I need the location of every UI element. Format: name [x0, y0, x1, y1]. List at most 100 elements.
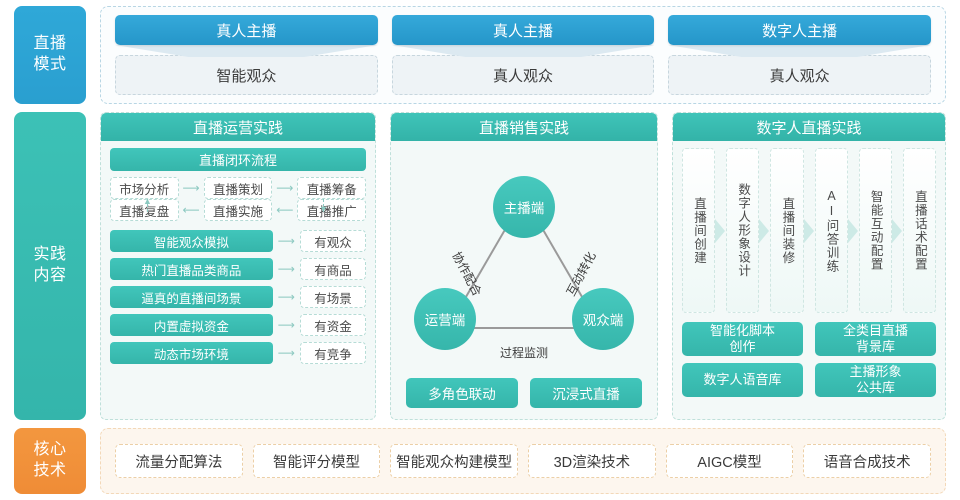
mode-column-1[interactable]: 真人主播 智能观众 [115, 15, 378, 95]
library-line-1: 主播形象 [849, 364, 902, 380]
category-label-core-tech: 核心 技术 [14, 428, 86, 494]
card-digital-human-practice: 数字人直播实践 直播间创建 数字人形象设计 直播间装修 [672, 112, 946, 420]
mode-column-3[interactable]: 数字人主播 真人观众 [668, 15, 932, 95]
category-line-1: 直播 [33, 35, 67, 53]
tech-smart-audience-model[interactable]: 智能观众构建模型 [390, 444, 519, 478]
node-operation-end[interactable]: 运营端 [414, 288, 476, 350]
mode-sub-2[interactable]: 真人观众 [391, 55, 655, 95]
pill-multi-role-linkage[interactable]: 多角色联动 [406, 378, 518, 408]
category-line-2: 内容 [33, 267, 67, 284]
funnel-connector-1 [115, 45, 378, 57]
category-label-practice: 实践 内容 [14, 112, 86, 420]
triangle-diagram: 主播端 运营端 观众端 协作配合 互动转化 过程监测 [400, 148, 648, 378]
library-line-2: 公共库 [855, 380, 895, 395]
card-operation-header: 直播运营实践 [101, 113, 375, 141]
node-host-end[interactable]: 主播端 [493, 176, 555, 238]
arrow-right-icon: ⟶ [277, 318, 295, 332]
edge-label-process-monitoring: 过程监测 [496, 344, 552, 361]
library-smart-script-creation[interactable]: 智能化脚本 创作 [682, 322, 803, 356]
feature-label-hot-products[interactable]: 热门直播品类商品 [110, 258, 273, 280]
category-line-2: 模式 [33, 56, 67, 73]
pill-immersive-live[interactable]: 沉浸式直播 [530, 378, 642, 408]
arrow-right-icon: ⟶ [277, 290, 295, 304]
feature-row: 动态市场环境 ⟶ 有竞争 [110, 342, 366, 364]
step-room-decoration[interactable]: 直播间装修 [770, 148, 804, 313]
feature-row: 内置虚拟资金 ⟶ 有资金 [110, 314, 366, 336]
arrow-right-icon: ⟶ [182, 181, 200, 195]
category-line-1: 实践 [33, 246, 67, 264]
library-all-category-background[interactable]: 全类目直播 背景库 [815, 322, 936, 356]
feature-label-realistic-scene[interactable]: 逼真的直播间场景 [110, 286, 273, 308]
arrow-left-icon: ⟵ [182, 203, 200, 217]
sales-bottom-pills: 多角色联动 沉浸式直播 [400, 378, 648, 412]
feature-outcome-hot-products: 有商品 [300, 258, 366, 280]
digital-human-libraries: 智能化脚本 创作 全类目直播 背景库 数字人语音库 [682, 322, 936, 397]
loop-row-top: 市场分析 ⟶ 直播策划 ⟶ 直播筹备 [110, 177, 366, 199]
loop-step-review[interactable]: 直播复盘 [110, 199, 179, 221]
feature-row: 热门直播品类商品 ⟶ 有商品 [110, 258, 366, 280]
chevron-right-icon [803, 148, 815, 313]
library-line-1: 全类目直播 [842, 323, 908, 339]
mode-header-2[interactable]: 真人主播 [391, 15, 655, 45]
loop-connector-right [323, 199, 324, 212]
feature-outcome-list: 智能观众模拟 ⟶ 有观众 热门直播品类商品 ⟶ 有商品 逼真的直播间场景 ⟶ [110, 230, 366, 412]
tech-traffic-allocation-algorithm[interactable]: 流量分配算法 [115, 444, 243, 478]
row-core-technology: 核心 技术 流量分配算法 智能评分模型 智能观众构建模型 3D渲染技术 AIGC… [0, 428, 960, 494]
feature-label-dynamic-market[interactable]: 动态市场环境 [110, 342, 273, 364]
feature-row: 智能观众模拟 ⟶ 有观众 [110, 230, 366, 252]
funnel-connector-2 [391, 45, 655, 57]
mode-column-2[interactable]: 真人主播 真人观众 [391, 15, 655, 95]
loop-title: 直播闭环流程 [110, 148, 366, 171]
tech-aigc-model[interactable]: AIGC模型 [665, 444, 794, 478]
arrow-right-icon: ⟶ [277, 234, 295, 248]
step-smart-interaction-config[interactable]: 智能互动配置 [858, 148, 892, 313]
card-digital-body: 直播间创建 数字人形象设计 直播间装修 AI问答训练 [673, 141, 945, 419]
feature-label-smart-audience[interactable]: 智能观众模拟 [110, 230, 273, 252]
node-audience-end[interactable]: 观众端 [572, 288, 634, 350]
chevron-right-icon [715, 148, 726, 313]
arrow-right-icon: ⟶ [277, 262, 295, 276]
core-tech-panel: 流量分配算法 智能评分模型 智能观众构建模型 3D渲染技术 AIGC模型 语音合… [100, 428, 946, 494]
card-digital-header: 数字人直播实践 [673, 113, 945, 141]
loop-step-promotion[interactable]: 直播推广 [297, 199, 366, 221]
mode-sub-3[interactable]: 真人观众 [668, 55, 932, 95]
feature-outcome-dynamic-market: 有竞争 [300, 342, 366, 364]
category-line-2: 技术 [33, 462, 67, 479]
tech-3d-rendering[interactable]: 3D渲染技术 [528, 444, 656, 478]
feature-outcome-realistic-scene: 有场景 [300, 286, 366, 308]
mode-header-1[interactable]: 真人主播 [115, 15, 378, 45]
step-room-creation[interactable]: 直播间创建 [682, 148, 716, 313]
tech-smart-scoring-model[interactable]: 智能评分模型 [252, 444, 381, 478]
chevron-right-icon [847, 148, 859, 313]
loop-row-bottom: 直播复盘 ⟵ 直播实施 ⟵ 直播推广 [110, 199, 366, 221]
arrow-right-icon: ⟶ [276, 181, 294, 195]
mode-header-3[interactable]: 数字人主播 [668, 15, 932, 45]
loop-step-market-analysis[interactable]: 市场分析 [110, 177, 179, 199]
step-avatar-design[interactable]: 数字人形象设计 [726, 148, 760, 313]
row-practice-content: 实践 内容 直播运营实践 直播闭环流程 市场分析 ⟶ 直播策划 ⟶ 直播 [0, 112, 960, 420]
feature-row: 逼真的直播间场景 ⟶ 有场景 [110, 286, 366, 308]
closed-loop-flow: 市场分析 ⟶ 直播策划 ⟶ 直播筹备 ▲ ▼ 直播复盘 [110, 177, 366, 221]
loop-step-planning[interactable]: 直播策划 [203, 177, 273, 199]
arrow-up-icon: ▲ [143, 196, 152, 206]
feature-outcome-smart-audience: 有观众 [300, 230, 366, 252]
loop-step-preparation[interactable]: 直播筹备 [297, 177, 366, 199]
step-script-config[interactable]: 直播话术配置 [902, 148, 937, 313]
tech-speech-synthesis[interactable]: 语音合成技术 [803, 444, 932, 478]
library-digital-voice[interactable]: 数字人语音库 [682, 363, 803, 397]
arrow-down-icon: ▼ [319, 204, 328, 214]
library-line-2: 背景库 [855, 339, 895, 354]
feature-label-virtual-funds[interactable]: 内置虚拟资金 [110, 314, 273, 336]
library-host-avatar-public[interactable]: 主播形象 公共库 [815, 363, 936, 397]
card-operation-body: 直播闭环流程 市场分析 ⟶ 直播策划 ⟶ 直播筹备 ▲ [101, 141, 375, 419]
step-ai-qa-training[interactable]: AI问答训练 [814, 148, 848, 313]
row-live-mode: 直播 模式 真人主播 智能观众 真人主播 [0, 6, 960, 104]
mode-sub-1[interactable]: 智能观众 [115, 55, 378, 95]
category-label-live-mode: 直播 模式 [14, 6, 86, 104]
library-line-2: 创作 [729, 339, 756, 354]
card-sales-header: 直播销售实践 [391, 113, 657, 141]
funnel-connector-3 [668, 45, 932, 57]
category-line-1: 核心 [33, 441, 67, 459]
loop-step-execution[interactable]: 直播实施 [203, 199, 273, 221]
